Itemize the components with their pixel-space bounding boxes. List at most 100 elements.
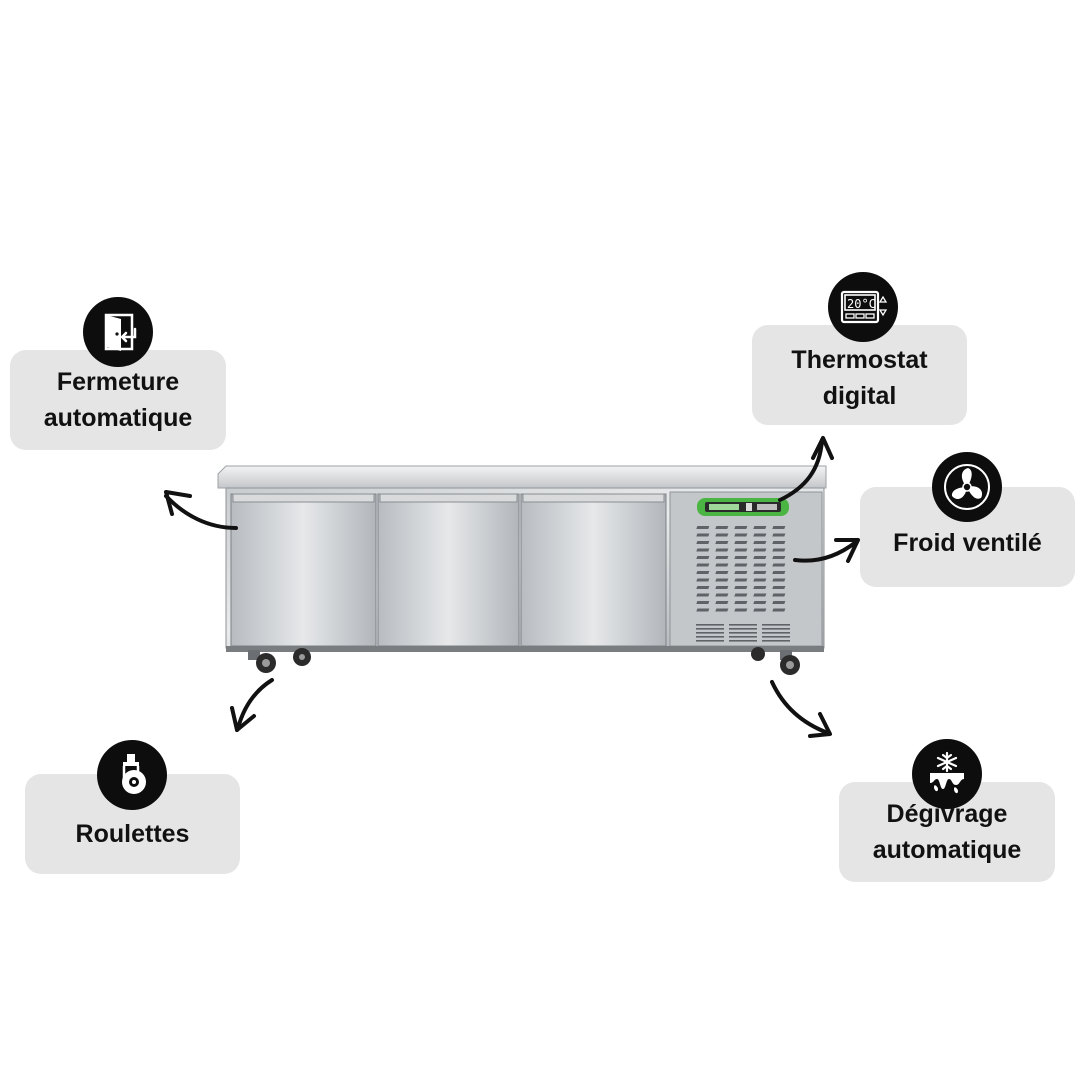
door-handle: [522, 493, 665, 503]
engine-compartment: [669, 491, 823, 647]
vent-slot: [753, 586, 767, 589]
feature-label-line: Fermeture: [56, 368, 180, 396]
vent-slot: [753, 541, 767, 544]
arrow-fan: [793, 540, 858, 563]
vent-slot: [753, 608, 767, 612]
vent-slot: [734, 571, 748, 574]
vent-slot: [772, 593, 786, 597]
defrost-icon: [930, 751, 964, 794]
grille-slot: [729, 640, 757, 642]
feature-label-line: Froid ventilé: [893, 529, 1042, 557]
arrow-closing-head: [164, 490, 192, 516]
vent-slot: [753, 571, 767, 574]
vent-slot: [753, 593, 767, 597]
vent-slot: [772, 571, 786, 574]
vent-slot: [772, 541, 786, 544]
door-handle: [379, 493, 518, 503]
vent-slot: [696, 548, 710, 552]
vent-slot: [734, 601, 748, 604]
vent-slot: [734, 526, 748, 529]
grille-slot: [696, 636, 724, 638]
grille-slot: [762, 632, 790, 634]
vent-slot: [696, 586, 710, 589]
vent-slot: [715, 593, 729, 597]
worktop: [217, 465, 827, 489]
arrow-thermostat-head: [811, 436, 834, 460]
grille-slot: [762, 624, 790, 626]
vent-slot: [772, 578, 786, 582]
feature-label-box: Fermeture automatique: [10, 350, 226, 450]
vent-slot: [772, 548, 786, 552]
vent-slot: [734, 586, 748, 589]
grille-slot: [696, 640, 724, 642]
self-closing-door-icon: [104, 313, 137, 351]
grille-slot: [729, 636, 757, 638]
vent-slot: [753, 556, 767, 559]
caster-wheel: [780, 650, 800, 675]
vent-slot: [753, 526, 767, 529]
vent-slot: [696, 593, 710, 597]
vent-slot: [696, 608, 710, 612]
feature-label-line: automatique: [872, 836, 1022, 864]
grille-slot: [762, 628, 790, 630]
grille-slot: [696, 628, 724, 630]
vent-slot: [715, 586, 729, 589]
vent-slot: [753, 578, 767, 582]
door-right[interactable]: [520, 493, 667, 647]
digital-thermostat-icon: 20°C: [840, 290, 888, 324]
vent-slot: [715, 533, 729, 537]
grille-slot: [762, 640, 790, 642]
vent-slot: [734, 541, 748, 544]
vent-slot: [734, 593, 748, 597]
vent-slot: [696, 571, 710, 574]
vent-slot: [772, 533, 786, 537]
ventilation-grille: [696, 526, 786, 612]
vent-slot: [696, 526, 710, 529]
vent-slot: [734, 556, 748, 559]
feature-label-line: digital: [822, 382, 897, 410]
vent-slot: [696, 578, 710, 582]
vent-slot: [715, 608, 729, 612]
caster-wheel: [293, 648, 311, 666]
caster-wheel: [248, 650, 276, 673]
feature-badge: 20°C: [828, 272, 898, 342]
grille-slot: [729, 632, 757, 634]
vent-slot: [753, 601, 767, 604]
vent-slot: [715, 526, 729, 529]
vent-slot: [696, 563, 710, 567]
door-handle: [232, 493, 375, 503]
vent-slot: [753, 548, 767, 552]
caster-wheel-icon: [122, 754, 146, 794]
vent-slot: [753, 533, 767, 537]
vent-slot: [772, 586, 786, 589]
vent-slot: [696, 541, 710, 544]
door-left[interactable]: [230, 493, 377, 647]
feature-label-line: automatique: [43, 404, 193, 432]
thermostat-display: 20°C: [847, 297, 876, 311]
vent-slot: [696, 601, 710, 604]
bottom-grille: [696, 624, 790, 642]
vent-slot: [772, 556, 786, 559]
vent-slot: [696, 533, 710, 537]
vent-slot: [715, 578, 729, 582]
vent-slot: [772, 526, 786, 529]
feature-label-line: Roulettes: [75, 820, 190, 848]
vent-slot: [715, 548, 729, 552]
vent-slot: [772, 563, 786, 567]
vent-slot: [734, 608, 748, 612]
arrow-wheels: [236, 678, 274, 730]
door-middle[interactable]: [377, 493, 520, 647]
grille-slot: [729, 624, 757, 626]
feature-label-line: Thermostat: [791, 346, 928, 374]
vent-slot: [734, 578, 748, 582]
vent-slot: [772, 608, 786, 612]
vent-slot: [696, 556, 710, 559]
arrow-thermostat: [778, 438, 824, 502]
arrow-defrost-head: [808, 712, 832, 738]
vent-slot: [734, 548, 748, 552]
vent-slot: [715, 571, 729, 574]
vent-slot: [772, 601, 786, 604]
feature-badge: [912, 739, 982, 809]
caster-wheel: [751, 647, 765, 661]
